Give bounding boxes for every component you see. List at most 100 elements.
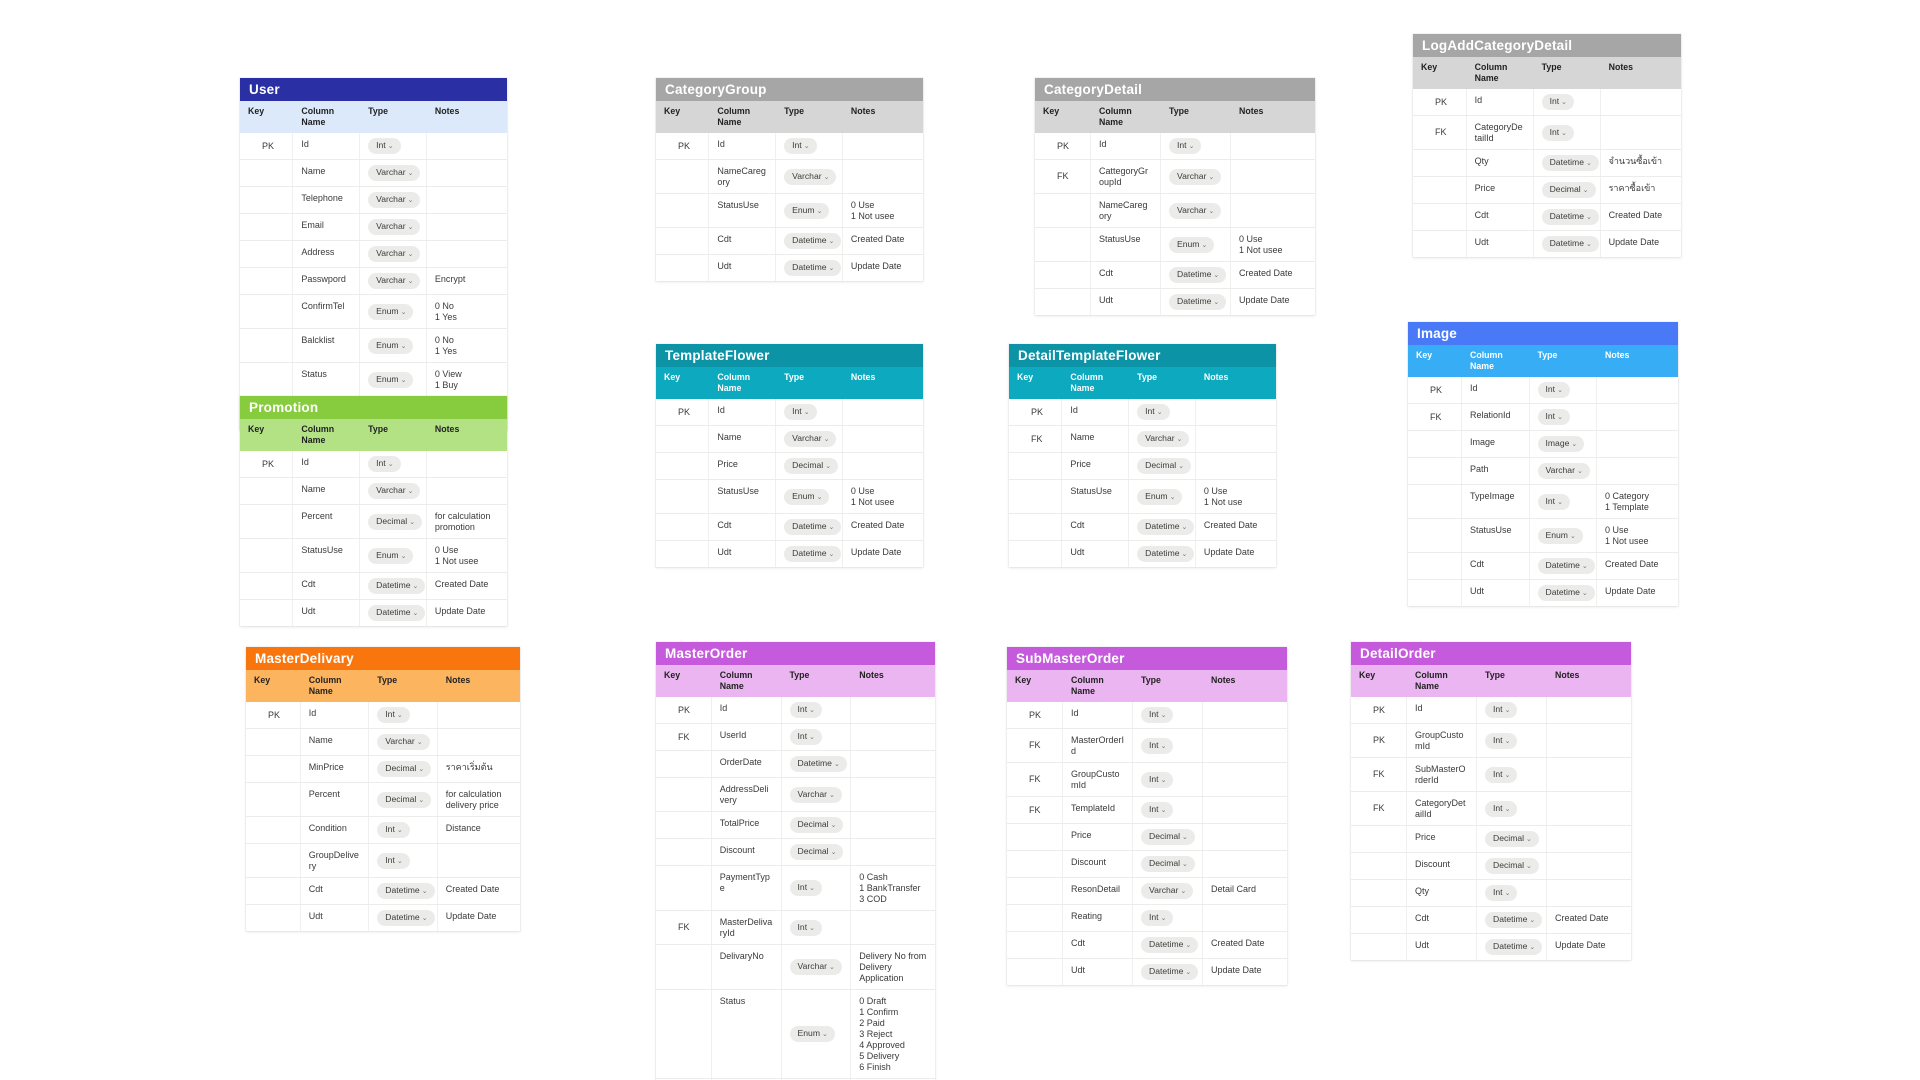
type-dropdown[interactable]: Datetime⌄ [1541,236,1599,252]
type-dropdown[interactable]: Varchar⌄ [789,959,842,975]
table-title[interactable]: LogAddCategoryDetail [1413,34,1681,57]
type-dropdown[interactable]: Int⌄ [1485,885,1518,901]
table-title[interactable]: DetailOrder [1351,642,1631,665]
type-dropdown[interactable]: Datetime⌄ [1537,558,1595,574]
type-dropdown[interactable]: Enum⌄ [784,488,830,505]
type-dropdown[interactable]: Decimal⌄ [1137,458,1192,474]
type-dropdown[interactable]: Varchar⌄ [368,483,421,499]
table-title[interactable]: SubMasterOrder [1007,647,1287,670]
table-title[interactable]: DetailTemplateFlower [1009,344,1276,367]
type-dropdown[interactable]: Enum⌄ [368,371,414,388]
type-dropdown[interactable]: Enum⌄ [784,202,830,219]
table-title[interactable]: Image [1408,322,1678,345]
type-dropdown[interactable]: Int⌄ [377,852,410,869]
type-dropdown[interactable]: Decimal⌄ [789,844,844,860]
type-dropdown[interactable]: Datetime⌄ [1141,964,1199,980]
type-dropdown[interactable]: Int⌄ [1485,766,1518,783]
type-dropdown[interactable]: Int⌄ [1485,800,1518,817]
type-dropdown[interactable]: Varchar⌄ [789,786,842,803]
type-dropdown[interactable]: Decimal⌄ [377,761,432,777]
type-dropdown[interactable]: Int⌄ [1141,707,1174,723]
type-dropdown[interactable]: Int⌄ [1141,910,1174,926]
type-dropdown[interactable]: Decimal⌄ [377,791,432,808]
type-dropdown[interactable]: Datetime⌄ [784,260,842,276]
table-title[interactable]: Promotion [240,396,507,419]
type-dropdown[interactable]: Int⌄ [784,404,817,420]
type-dropdown[interactable]: Decimal⌄ [1485,831,1539,847]
type-dropdown[interactable]: Int⌄ [784,138,817,154]
type-dropdown[interactable]: Datetime⌄ [368,578,426,594]
type-dropdown[interactable]: Enum⌄ [368,547,414,564]
type-dropdown[interactable]: Enum⌄ [368,303,414,320]
type-dropdown[interactable]: Datetime⌄ [784,519,842,535]
type-dropdown[interactable]: Decimal⌄ [1485,858,1539,874]
type-dropdown[interactable]: Datetime⌄ [377,910,435,926]
type-dropdown[interactable]: Int⌄ [1169,138,1202,154]
type-dropdown[interactable]: Int⌄ [1137,404,1170,420]
type-dropdown[interactable]: Int⌄ [377,707,410,723]
type-dropdown[interactable]: Image⌄ [1537,436,1585,452]
type-dropdown[interactable]: Varchar⌄ [368,219,421,235]
type-dropdown[interactable]: Decimal⌄ [1141,829,1195,845]
table-title[interactable]: MasterOrder [656,642,935,665]
type-dropdown[interactable]: Int⌄ [789,880,822,896]
type-dropdown[interactable]: Int⌄ [789,729,822,745]
type-dropdown[interactable]: Decimal⌄ [784,458,839,474]
table-title[interactable]: MasterDelivary [246,647,520,670]
type-dropdown[interactable]: Int⌄ [1141,737,1174,754]
type-dropdown[interactable]: Varchar⌄ [1169,168,1222,185]
type-dropdown[interactable]: Enum⌄ [1137,488,1183,505]
type-dropdown[interactable]: Enum⌄ [789,1026,835,1042]
type-dropdown[interactable]: Int⌄ [1485,702,1518,718]
table-title[interactable]: User [240,78,507,101]
type-dropdown[interactable]: Datetime⌄ [1541,155,1599,171]
type-dropdown[interactable]: Int⌄ [1541,94,1575,110]
type-dropdown[interactable]: Datetime⌄ [377,883,435,899]
type-dropdown[interactable]: Datetime⌄ [789,756,847,772]
type-dropdown[interactable]: Int⌄ [377,822,410,838]
type-dropdown[interactable]: Varchar⌄ [368,246,421,262]
type-dropdown[interactable]: Varchar⌄ [368,165,421,181]
table-title[interactable]: CategoryDetail [1035,78,1315,101]
type-dropdown[interactable]: Datetime⌄ [368,605,426,621]
type-dropdown[interactable]: Datetime⌄ [1141,937,1199,953]
type-dropdown[interactable]: Datetime⌄ [1541,209,1599,225]
type-dropdown[interactable]: Enum⌄ [1169,236,1215,253]
type-dropdown[interactable]: Varchar⌄ [1537,463,1590,479]
type-dropdown[interactable]: Varchar⌄ [1169,202,1222,219]
type-dropdown[interactable]: Int⌄ [1485,732,1518,749]
table-title[interactable]: CategoryGroup [656,78,923,101]
type-dropdown[interactable]: Varchar⌄ [377,734,430,750]
type-dropdown[interactable]: Varchar⌄ [368,192,421,208]
type-dropdown[interactable]: Datetime⌄ [784,546,842,562]
type-dropdown[interactable]: Varchar⌄ [784,431,837,447]
type-dropdown[interactable]: Datetime⌄ [1137,519,1195,535]
type-dropdown[interactable]: Varchar⌄ [784,168,837,185]
type-dropdown[interactable]: Datetime⌄ [1169,294,1227,310]
type-dropdown[interactable]: Datetime⌄ [1169,267,1227,283]
type-dropdown[interactable]: Varchar⌄ [1141,883,1194,899]
type-dropdown[interactable]: Int⌄ [1537,409,1570,425]
type-dropdown[interactable]: Int⌄ [789,919,822,936]
type-dropdown[interactable]: Enum⌄ [1537,527,1583,544]
type-dropdown[interactable]: Varchar⌄ [368,273,421,289]
table-title[interactable]: TemplateFlower [656,344,923,367]
type-dropdown[interactable]: Enum⌄ [368,337,414,354]
type-dropdown[interactable]: Int⌄ [368,456,401,472]
type-dropdown[interactable]: Decimal⌄ [1141,856,1195,872]
type-dropdown[interactable]: Int⌄ [1141,771,1174,788]
type-dropdown[interactable]: Decimal⌄ [368,513,423,530]
type-dropdown[interactable]: Datetime⌄ [1485,912,1543,928]
type-dropdown[interactable]: Decimal⌄ [789,817,844,833]
type-dropdown[interactable]: Int⌄ [1541,124,1575,141]
type-dropdown[interactable]: Datetime⌄ [1137,546,1195,562]
type-dropdown[interactable]: Int⌄ [1537,493,1570,510]
type-dropdown[interactable]: Datetime⌄ [1537,585,1595,601]
type-dropdown[interactable]: Int⌄ [368,138,401,154]
type-dropdown[interactable]: Int⌄ [1537,382,1570,398]
type-dropdown[interactable]: Decimal⌄ [1541,182,1596,198]
type-dropdown[interactable]: Varchar⌄ [1137,431,1190,447]
type-dropdown[interactable]: Datetime⌄ [1485,939,1543,955]
type-dropdown[interactable]: Int⌄ [789,702,822,718]
type-dropdown[interactable]: Int⌄ [1141,802,1174,818]
